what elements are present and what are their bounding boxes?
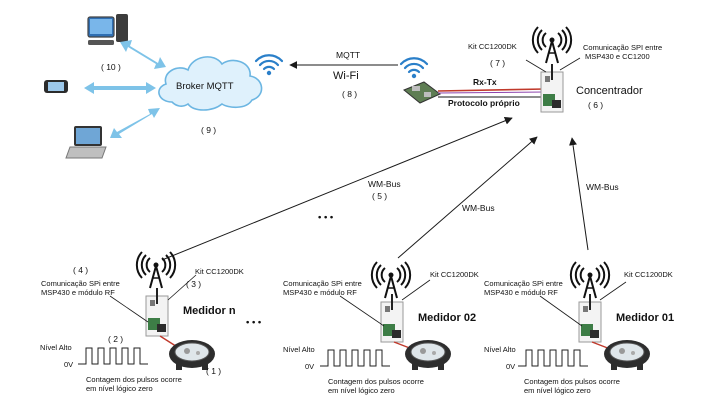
meter-n-label-2: ( 2 ) (108, 334, 124, 344)
meter-02-leader-kit (401, 279, 431, 301)
smartphone-icon (44, 80, 68, 93)
meter-n-alto: Nível Alto (40, 343, 72, 352)
radio-tower-icon (569, 261, 611, 299)
meter-02-name: Medidor 02 (418, 312, 477, 324)
meter-02-zero: 0V (305, 362, 315, 371)
radio-tower-icon (531, 26, 573, 64)
meter-01-alto: Nível Alto (484, 345, 516, 354)
radio-tower-icon (370, 261, 412, 299)
meter-01-leader-spi (539, 295, 583, 327)
mqtt-label: MQTT (336, 50, 361, 60)
label-9: ( 9 ) (201, 125, 217, 135)
cc1200dk-board-icon (380, 293, 404, 343)
wmbus-arrow-n (161, 117, 513, 261)
meter-01-zero: 0V (506, 362, 516, 371)
cc1200dk-board-icon (145, 287, 169, 337)
label-6: ( 6 ) (588, 100, 604, 110)
meter-02-alto: Nível Alto (283, 345, 315, 354)
meter-02-spi-2: MSP430 e módulo RF (283, 288, 357, 297)
label-7: ( 7 ) (490, 58, 506, 68)
wmbus-arrow-01 (569, 137, 589, 251)
cc1200dk-board-icon (578, 293, 602, 343)
meter-01-name: Medidor 01 (616, 312, 675, 324)
meter-n-label-1: ( 1 ) (206, 366, 222, 376)
meter-n-kit-label: Kit CC1200DK (195, 267, 244, 276)
wifi-icon (399, 57, 429, 80)
broker-label: Broker MQTT (176, 81, 234, 92)
meter-n-count-1: Contagem dos pulsos ocorre (86, 375, 182, 384)
meter-n-name: Medidor n (183, 305, 236, 317)
meter-n-count-2: em nível lógico zero (86, 384, 153, 393)
meter-02-spi-1: Comunicação SPi entre (283, 279, 362, 288)
meter-n-leader-kit (167, 274, 197, 301)
pulse-waveform-icon (319, 349, 391, 367)
device-broker-arrows (84, 40, 166, 138)
wifi-icon (254, 54, 284, 77)
wifi-label: Wi-Fi (333, 70, 359, 82)
kit-leader-top (525, 59, 547, 73)
cloud-icon (158, 56, 263, 111)
meter-n-label-4: ( 4 ) (73, 265, 89, 275)
rxtx-label: Rx-Tx (473, 77, 497, 87)
laptop-icon (65, 126, 107, 159)
meter-02-kit-label: Kit CC1200DK (430, 270, 479, 279)
protocol-label: Protocolo próprio (448, 98, 520, 108)
meter-n-leader-spi (109, 295, 149, 323)
rxtx-cable (437, 88, 546, 92)
water-meter-icon (404, 339, 452, 371)
meter-n-spi-1: Comunicação SPi entre (41, 279, 120, 288)
label-8: ( 8 ) (342, 89, 358, 99)
meter-01-kit-label: Kit CC1200DK (624, 270, 673, 279)
water-meter-icon (603, 339, 651, 371)
ellipsis-low: • • • (246, 317, 262, 328)
label-10: ( 10 ) (101, 62, 121, 72)
spi-label-top-1: Comunicação SPI entre (583, 43, 663, 52)
concentrator-label: Concentrador (576, 85, 643, 97)
meter-01-spi-1: Comunicação SPi entre (484, 279, 563, 288)
desktop-computer-icon (87, 14, 128, 45)
meter-01-count-2: em nível lógico zero (524, 386, 591, 395)
meter-02-count-2: em nível lógico zero (328, 386, 395, 395)
wmbus-label-mid: WM-Bus (462, 203, 495, 213)
rxtx-cable-2 (437, 91, 546, 94)
raspberry-board-icon (403, 81, 441, 104)
ellipsis-mid: • • • (318, 212, 334, 223)
pulse-waveform-icon (77, 347, 149, 365)
meter-01-count-1: Contagem dos pulsos ocorre (524, 377, 620, 386)
spi-leader-top (559, 57, 581, 71)
meter-n-label-3: ( 3 ) (186, 279, 202, 289)
meter-01-leader-kit (599, 281, 627, 301)
meter-02-leader-spi (339, 295, 385, 327)
wmbus-label-right: WM-Bus (586, 182, 619, 192)
meter-n-zero: 0V (64, 360, 74, 369)
pulse-waveform-icon (517, 349, 589, 367)
spi-label-top-2: MSP430 e CC1200 (585, 52, 650, 61)
label-5: ( 5 ) (372, 191, 388, 201)
meter-01-spi-2: MSP430 e módulo RF (484, 288, 558, 297)
meter-n-spi-2: MSP430 e módulo RF (41, 288, 115, 297)
meter-02-count-1: Contagem dos pulsos ocorre (328, 377, 424, 386)
kit-label-top: Kit CC1200DK (468, 42, 517, 51)
wmbus-arrow-02 (397, 136, 538, 259)
wmbus-label-center: WM-Bus (368, 179, 401, 189)
